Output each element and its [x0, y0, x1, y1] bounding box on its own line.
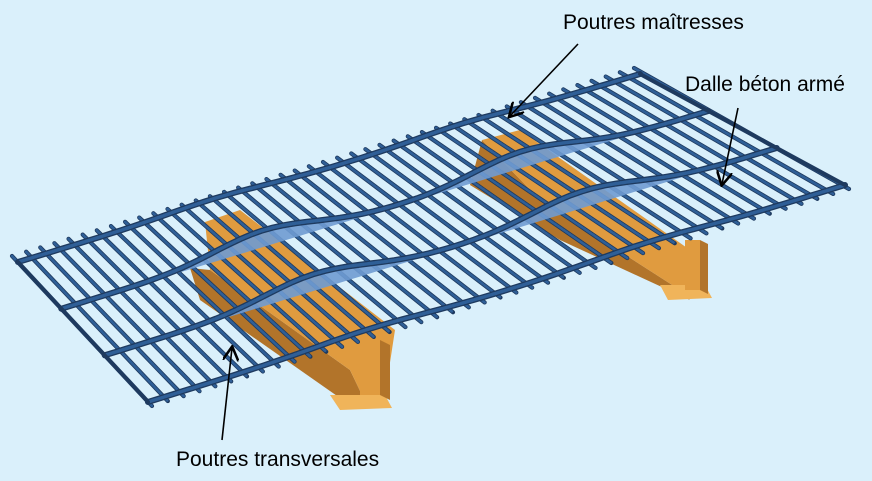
arrow-cross-beams — [221, 348, 232, 441]
label-slab: Dalle béton armé — [685, 73, 845, 96]
transverse-bar-ribs — [406, 135, 597, 270]
transverse-bar-ribs — [547, 92, 756, 220]
transverse-bar-ribs — [321, 160, 502, 299]
transverse-bar-ribs — [279, 173, 455, 314]
transverse-bar-ribs — [463, 117, 661, 250]
transverse-bar-ribs — [420, 130, 613, 265]
main-bar-ribs — [146, 183, 847, 404]
transverse-bar-ribs — [251, 182, 423, 324]
support-right — [470, 130, 712, 300]
transverse-bar-ribs — [166, 207, 328, 354]
left-edge-bar — [16, 260, 150, 404]
transverse-bar-ribs — [194, 199, 360, 344]
support-left-face — [205, 210, 395, 395]
transverse-bar-ribs — [392, 139, 582, 275]
transverse-bar-ribs — [123, 220, 281, 368]
transverse-bar-ribs — [265, 177, 439, 319]
support-right-post-side — [700, 240, 708, 294]
arrow-main-beams — [510, 43, 579, 116]
transverse-bar-ribs — [505, 105, 708, 235]
transverse-bar-ribs — [519, 100, 724, 230]
transverse-bar-ribs — [448, 122, 645, 255]
support-left-post — [360, 340, 380, 395]
support-right-side — [470, 140, 690, 300]
transverse-bar-ribs — [378, 143, 566, 280]
transverse-bar-ribs — [95, 229, 249, 378]
main-bar-ribs — [59, 109, 710, 311]
transverse-bar-ribs — [491, 109, 692, 240]
transverse-bar-ribs — [208, 194, 376, 339]
transverse-bar-ribs — [307, 164, 486, 304]
transverse-bar-ribs — [180, 203, 344, 349]
transverse-bar-ribs — [477, 113, 677, 245]
transverse-bar-ribs — [335, 156, 518, 294]
transverse-bar-ribs — [67, 237, 217, 388]
support-left-base — [330, 395, 392, 410]
main-longitudinal-bars — [15, 71, 848, 405]
label-cross-beams: Poutres transversales — [176, 448, 380, 471]
transverse-bar-ribs — [24, 250, 170, 403]
transverse-bar-ribs — [236, 186, 407, 329]
transverse-bar-ribs — [576, 83, 787, 211]
transverse-bar-ribs — [137, 216, 296, 363]
transverse-bar-ribs — [38, 246, 185, 398]
transverse-bar-ribs — [604, 75, 819, 201]
transverse-bar-ribs — [618, 70, 835, 196]
main-bar-ribs — [16, 72, 642, 264]
transverse-bar-ribs — [222, 190, 391, 334]
arrow-slab — [722, 107, 739, 184]
main-bar-haunch — [61, 111, 709, 309]
transverse-bar-ribs — [53, 241, 201, 393]
transverse-bar-ribs — [434, 126, 629, 260]
support-left-post-side — [380, 340, 390, 400]
label-main-beams: Poutres maîtresses — [563, 11, 744, 34]
transverse-bar-ribs — [364, 147, 550, 285]
transverse-bar-ribs — [349, 152, 534, 289]
transverse-bar-ribs — [562, 88, 772, 215]
right-edge-bar — [638, 72, 847, 187]
transverse-bar-ribs — [590, 79, 803, 206]
transverse-bar-ribs — [81, 233, 233, 383]
support-right-post — [685, 240, 700, 290]
transverse-bar-ribs — [293, 169, 471, 309]
annotation-arrows — [221, 43, 739, 441]
transverse-bar-ribs — [152, 211, 312, 358]
support-right-face — [482, 130, 700, 290]
main-bar-ribs — [103, 146, 779, 357]
transverse-bar-ribs — [533, 96, 740, 225]
